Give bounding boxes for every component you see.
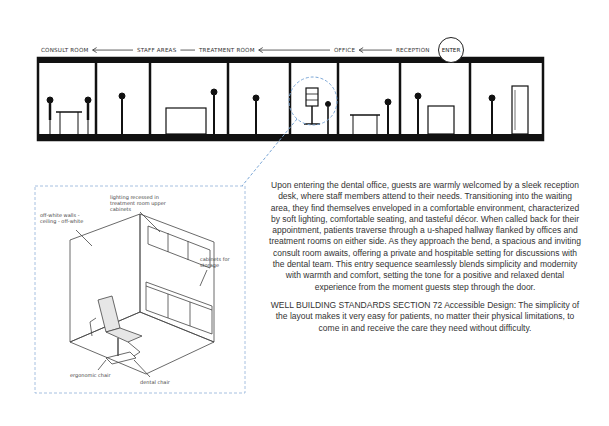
- sketch-note: ergonomic chair: [70, 372, 114, 378]
- flow-arrows-part: [93, 48, 97, 53]
- building-section-part: [119, 93, 125, 99]
- building-section-part: [311, 106, 313, 124]
- building-section-part: [121, 99, 123, 134]
- building-section-part: [227, 63, 230, 134]
- room-label: OFFICE: [333, 47, 356, 53]
- zoom-callout-part: [35, 186, 245, 393]
- flow-arrows-part: [93, 50, 133, 51]
- building-section-part: [428, 106, 454, 134]
- flow-arrows-part: [180, 50, 195, 51]
- building-section-part: [387, 105, 389, 134]
- building-section-part: [417, 99, 419, 134]
- room-sketch-part: [168, 294, 169, 318]
- flow-arrows-part: [359, 50, 392, 51]
- room-sketch-part: [188, 241, 189, 260]
- room-sketch-part: [140, 214, 214, 342]
- building-section-part: [211, 89, 217, 95]
- standard-note: WELL BUILDING STANDARDS SECTION 72 Acces…: [268, 300, 582, 334]
- building-section-part: [306, 100, 318, 101]
- building-section-part: [377, 115, 378, 134]
- building-section-part: [255, 101, 257, 134]
- room-sketch-part: [106, 352, 136, 364]
- building-section-part: [491, 101, 493, 134]
- room-sketch: [70, 212, 214, 377]
- entry-circle: ENTER: [438, 37, 464, 63]
- zoom-callout-part: [242, 119, 297, 186]
- building-section-part: [326, 102, 331, 107]
- room-sketch-part: [98, 360, 106, 370]
- room-label: TREATMENT ROOM: [198, 47, 256, 53]
- sketch-note: cabinets for storage: [200, 256, 240, 268]
- room-sketch-part: [140, 212, 160, 232]
- building-section-part: [353, 115, 354, 134]
- building-section-part: [95, 63, 98, 134]
- sketch-note: dental chair: [140, 379, 180, 385]
- building-section-part: [87, 103, 90, 120]
- building-section-part: [60, 112, 61, 134]
- zoom-callout-part: [289, 77, 337, 125]
- sketch-note: off-white walls - ceiling - off-white: [40, 212, 96, 224]
- room-sketch-part: [117, 338, 118, 356]
- room-sketch-part: [134, 360, 150, 377]
- building-section-part: [306, 94, 318, 95]
- node-text: ENTER: [442, 47, 461, 53]
- building-section-part: [38, 134, 543, 140]
- room-label: STAFF AREAS: [136, 47, 177, 53]
- room-sketch-part: [200, 270, 207, 286]
- room-sketch-part: [98, 296, 120, 332]
- room-sketch-part: [76, 230, 92, 246]
- sketch-note: lighting recessed in treatment room uppe…: [110, 194, 184, 212]
- building-section-part: [49, 103, 52, 120]
- flow-arrows-part: [359, 48, 363, 53]
- room-sketch-part: [70, 214, 140, 342]
- building-section-part: [415, 93, 421, 99]
- building-section-part: [166, 108, 206, 134]
- room-label: CONSULT ROOM: [40, 47, 90, 53]
- building-section-part: [85, 97, 91, 103]
- building-section-part: [306, 88, 318, 106]
- building-section-part: [512, 86, 528, 134]
- building-section-part: [489, 95, 495, 101]
- building-section-part: [515, 90, 516, 130]
- room-sketch-part: [90, 318, 96, 336]
- room-label: RECEPTION: [395, 47, 431, 53]
- room-sketch-part: [128, 342, 140, 356]
- building-section-part: [350, 114, 380, 116]
- room-sketch-part: [146, 286, 212, 310]
- building-section-part: [253, 95, 259, 101]
- flow-arrows-part: [259, 50, 330, 51]
- building-section-part: [399, 63, 402, 134]
- room-sketch-part: [106, 328, 142, 342]
- building-section-part: [38, 58, 543, 63]
- building-section-part: [47, 97, 53, 103]
- room-sketch-part: [190, 302, 191, 326]
- building-section-part: [50, 120, 51, 134]
- building-section-part: [78, 112, 79, 134]
- description-text: Upon entering the dental office, guests …: [268, 180, 582, 293]
- room-sketch-part: [70, 312, 214, 374]
- building-section-part: [88, 120, 89, 134]
- flow-arrows-part: [259, 48, 263, 53]
- building-section-part: [469, 63, 472, 134]
- room-sketch-part: [146, 282, 212, 334]
- room-sketch-part: [168, 233, 169, 252]
- building-section-part: [213, 95, 215, 134]
- building-section-part: [385, 99, 391, 105]
- building-section-part: [149, 63, 152, 134]
